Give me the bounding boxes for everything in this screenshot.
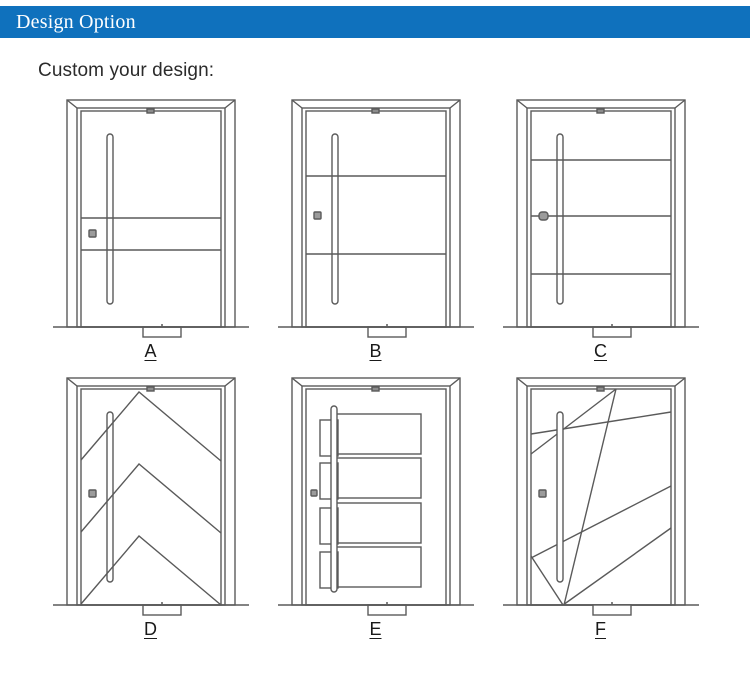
sill-dot [610,602,613,604]
pull-handle [330,133,339,305]
door-slab [304,388,447,606]
design-label-b: B [369,341,382,361]
pull-handle [555,133,564,305]
sill-dot [385,602,388,604]
design-option-e[interactable]: E [263,368,488,646]
frame-mitre-left [291,99,302,109]
design-label-d: D [144,619,157,639]
top-latch-marker [595,386,605,392]
frame-mitre-left [66,377,77,387]
diagonal-5 [562,527,671,606]
sill-dot [160,324,163,326]
design-option-f[interactable]: F [488,368,713,646]
design-label-c: C [594,341,607,361]
subtitle-text: Custom your design: [38,60,215,81]
door-drawing-a [52,99,249,338]
frame-mitre-left [516,377,527,387]
diagonal-4 [529,555,564,606]
panel-3-left [318,507,339,545]
frame-mitre-right [449,99,460,109]
diagonal-1 [530,411,671,435]
design-label-e: E [369,619,382,639]
threshold-sill [141,326,182,338]
frame-outer [65,99,236,328]
threshold-sill [366,604,407,616]
pull-handle [105,133,114,305]
pull-handle [329,405,338,593]
top-latch-marker [145,386,155,392]
panel-2-left [318,462,339,500]
pull-handle [555,411,564,583]
lock-plate [87,489,97,498]
frame-inner [300,107,451,328]
frame-mitre-right [224,99,235,109]
threshold-sill [591,326,632,338]
lock-plate [309,489,318,497]
lock-knob [537,211,549,221]
door-drawing-e [277,377,474,616]
frame-inner [75,385,226,606]
panel-1-left [318,419,339,457]
door-drawing-d [52,377,249,616]
chevron-bottom [79,535,221,606]
door-drawing-b [277,99,474,338]
design-label-a: A [144,341,157,361]
diagonal-2 [530,388,616,455]
lock-plate [87,229,97,238]
top-latch-marker [595,108,605,114]
frame-inner [525,107,676,328]
sill-dot [610,324,613,326]
sill-dot [385,324,388,326]
design-option-b[interactable]: B [263,90,488,368]
frame-mitre-left [66,99,77,109]
design-label-f: F [595,619,606,639]
header-bar: Design Option [0,6,750,38]
top-latch-marker [370,108,380,114]
chevron-middle [79,463,221,534]
top-latch-marker [370,386,380,392]
door-slab [79,110,222,328]
sill-dot [160,602,163,604]
panel-4-left [318,551,339,589]
door-slab [304,110,447,328]
pull-handle [105,411,114,583]
frame-mitre-left [516,99,527,109]
frame-mitre-right [674,99,685,109]
chevron-top [79,391,221,462]
top-spacer [0,0,750,6]
design-option-a[interactable]: A [38,90,263,368]
panel-1-right [330,413,422,455]
door-drawing-c [502,99,699,338]
design-option-c[interactable]: C [488,90,713,368]
door-slab [79,388,222,606]
frame-mitre-right [674,377,685,387]
frame-mitre-right [224,377,235,387]
design-option-d[interactable]: D [38,368,263,646]
diagonal-3 [530,485,671,559]
frame-inner [300,385,451,606]
frame-mitre-left [291,377,302,387]
panel-2-right [330,457,422,499]
door-slab [529,110,672,328]
design-option-grid: A B [0,90,750,646]
panel-3-right [330,502,422,544]
door-drawing-f [502,377,699,616]
threshold-sill [366,326,407,338]
lock-plate [537,489,547,498]
page-title: Design Option [16,11,136,33]
lock-plate [312,211,322,220]
top-latch-marker [145,108,155,114]
panel-4-right [330,546,422,588]
threshold-sill [591,604,632,616]
threshold-sill [141,604,182,616]
diagonal-6 [562,388,617,606]
frame-mitre-right [449,377,460,387]
